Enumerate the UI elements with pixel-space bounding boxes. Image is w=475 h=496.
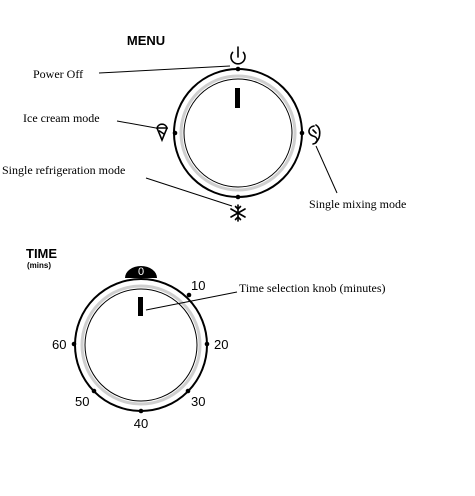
callout-power-off (98, 65, 231, 74)
time-tick-20: 20 (214, 337, 228, 352)
time-dot-20 (204, 341, 210, 347)
time-zero-marker (125, 266, 157, 278)
menu-knob[interactable] (173, 68, 303, 198)
callout-ice-cream-mode (116, 120, 157, 129)
mixing-paddle-icon (308, 124, 321, 145)
snowflake-icon (230, 204, 246, 222)
menu-knob-indicator (235, 88, 240, 108)
label-ice-cream-mode: Ice cream mode (23, 111, 100, 125)
ice-cream-cone-icon (155, 123, 169, 143)
time-dot-60 (71, 341, 77, 347)
menu-dot-mixing (299, 130, 305, 136)
time-heading: TIME (26, 246, 57, 261)
time-tick-10: 10 (191, 278, 205, 293)
callout-single-mixing-mode (315, 145, 338, 194)
callout-single-refrigeration-mode (145, 177, 233, 207)
power-icon (230, 46, 246, 65)
time-dot-50 (91, 388, 97, 394)
menu-heading: MENU (127, 33, 165, 48)
time-dot-10 (186, 292, 192, 298)
label-single-refrigeration-mode: Single refrigeration mode (2, 163, 125, 177)
time-knob-indicator (138, 297, 143, 316)
time-tick-40: 40 (134, 416, 148, 431)
time-dot-30 (185, 388, 191, 394)
time-tick-60: 60 (52, 337, 66, 352)
time-tick-50: 50 (75, 394, 89, 409)
menu-dot-refrigeration (235, 194, 241, 200)
time-tick-0: 0 (138, 266, 144, 278)
time-dot-40 (138, 408, 144, 414)
time-unit: (mins) (27, 261, 51, 270)
menu-dot-power (235, 66, 241, 72)
time-tick-30: 30 (191, 394, 205, 409)
label-power-off: Power Off (33, 67, 83, 81)
label-single-mixing-mode: Single mixing mode (309, 197, 406, 211)
callout-time-selection-knob (145, 291, 238, 311)
label-time-selection-knob: Time selection knob (minutes) (239, 281, 386, 295)
menu-dot-ice-cream (172, 130, 178, 136)
